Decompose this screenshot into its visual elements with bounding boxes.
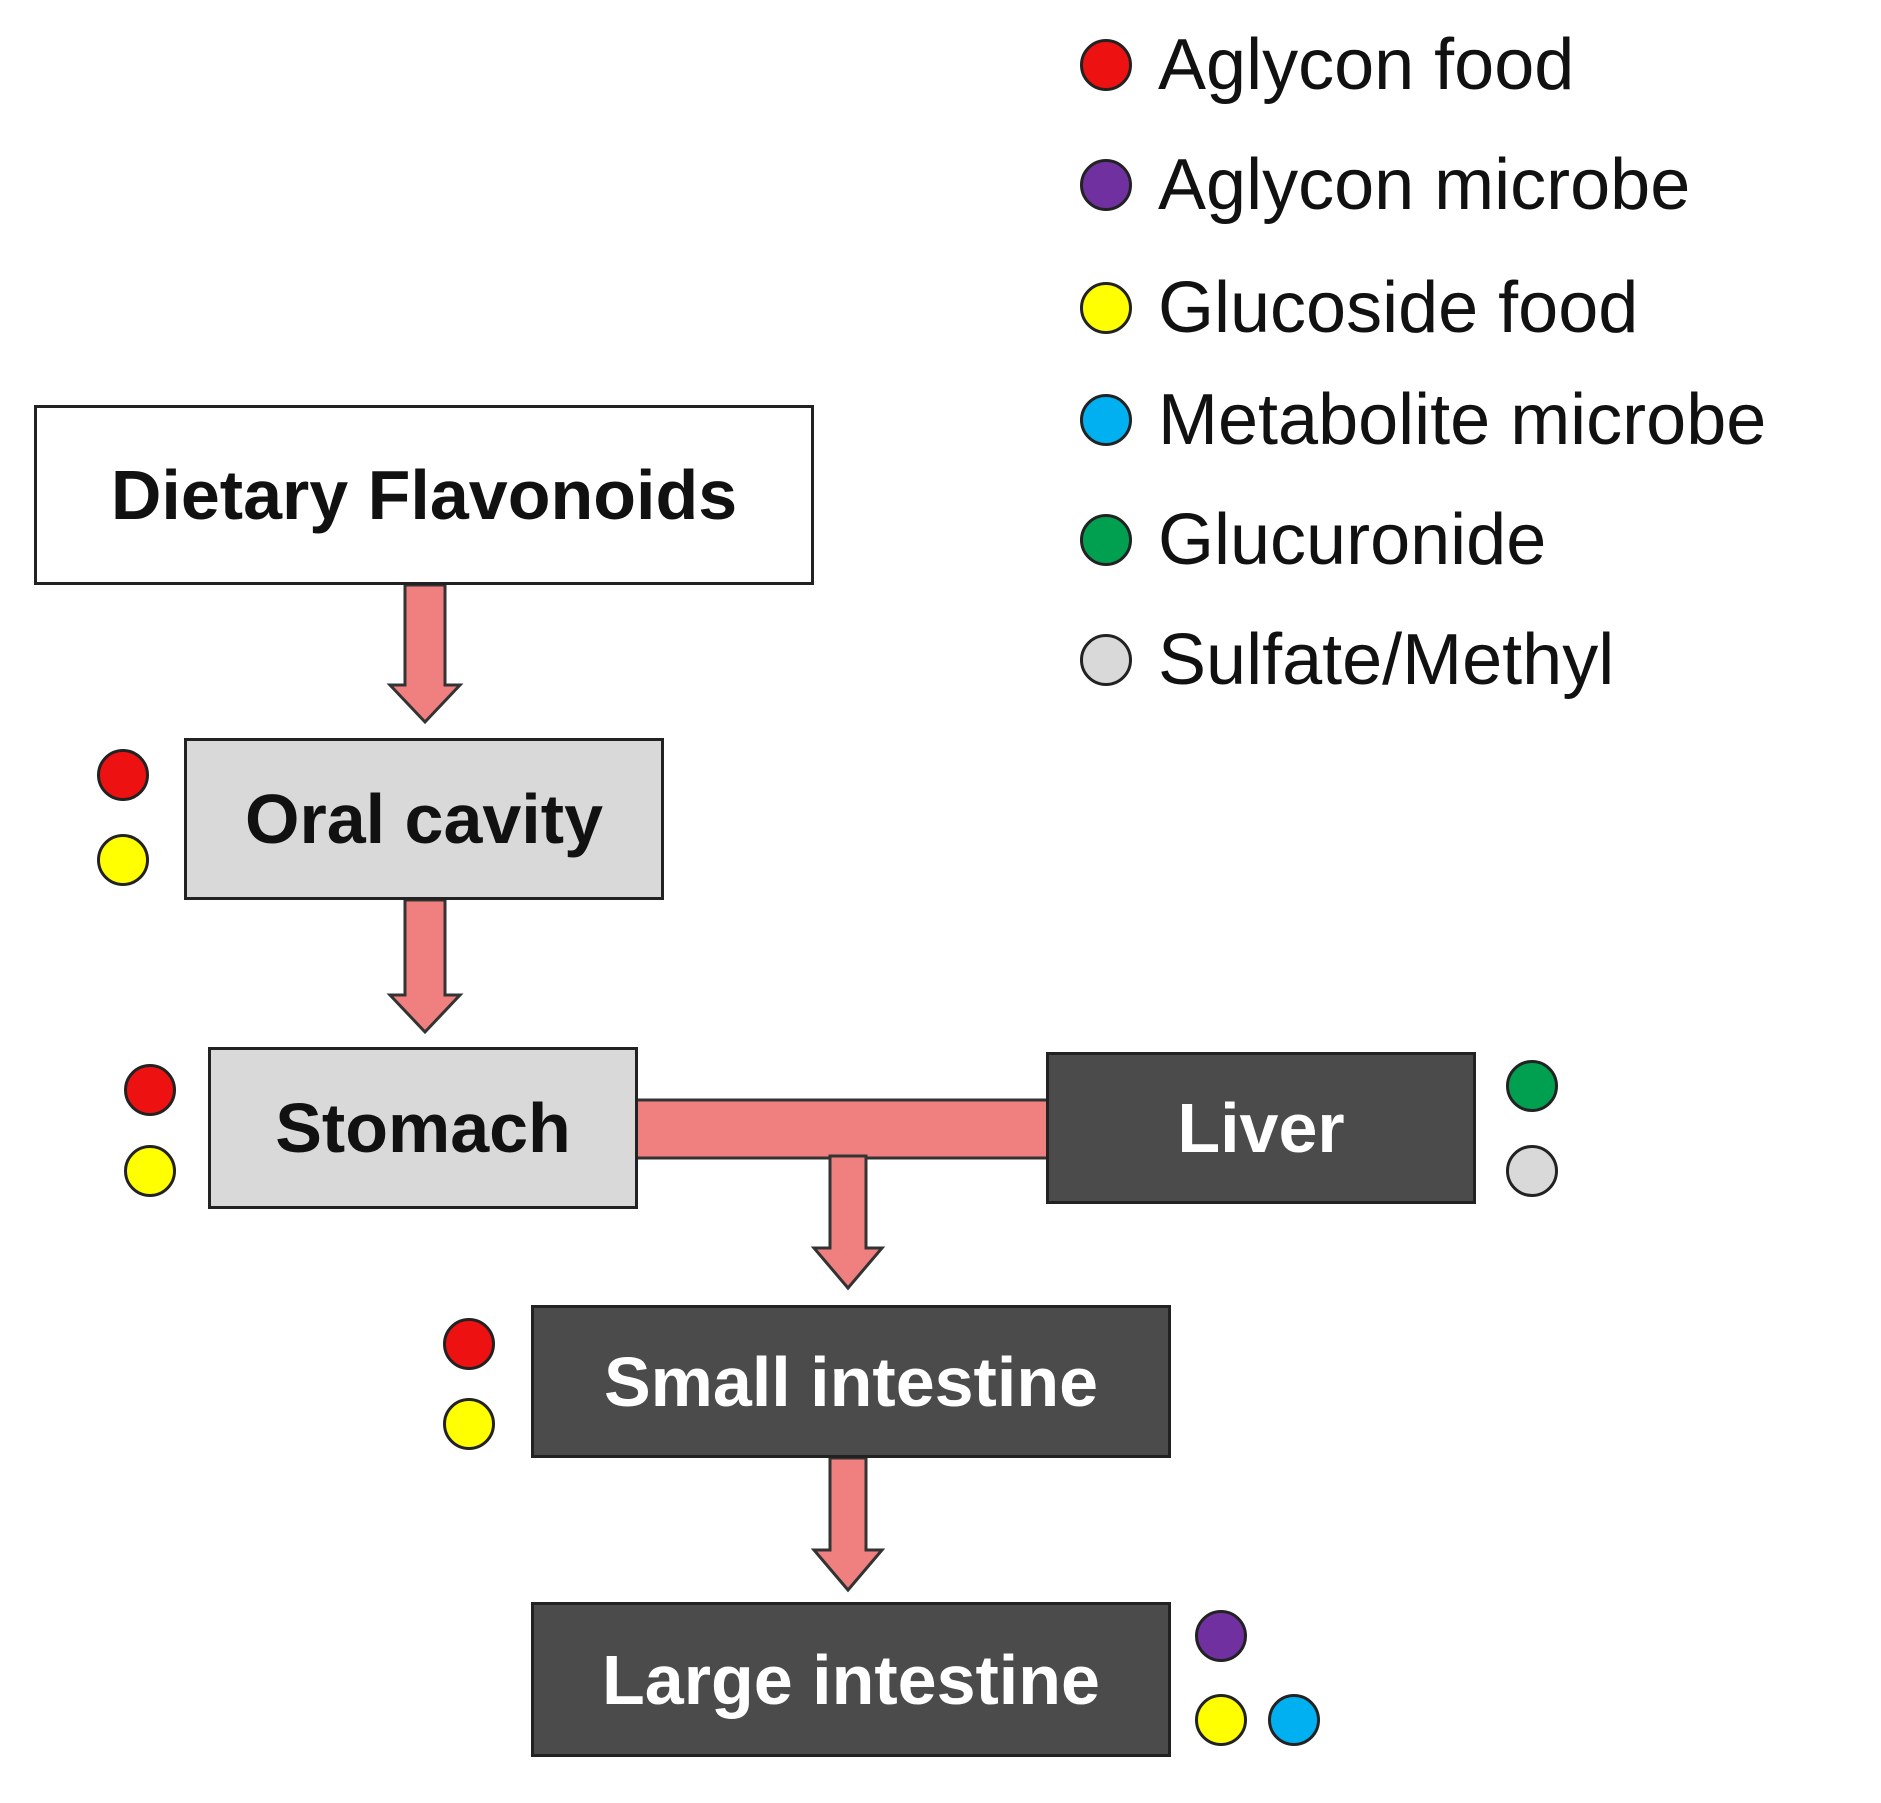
- legend-label: Aglycon microbe: [1158, 145, 1691, 225]
- node-label: Liver: [1177, 1089, 1345, 1167]
- arrow-junction-to-small-intestine: [810, 1154, 886, 1291]
- grey-dot-icon: [1080, 634, 1132, 686]
- blue-dot-icon: [1080, 394, 1132, 446]
- node-dietary-flavonoids: Dietary Flavonoids: [34, 405, 814, 585]
- node-large-intestine: Large intestine: [531, 1602, 1171, 1757]
- node-stomach: Stomach: [208, 1047, 638, 1209]
- blue-dot-icon: [1268, 1694, 1320, 1746]
- connector-stomach-liver: [634, 1098, 1050, 1160]
- purple-dot-icon: [1080, 159, 1132, 211]
- legend-item-glucoside-food: Glucoside food: [1080, 268, 1638, 348]
- yellow-dot-icon: [443, 1398, 495, 1450]
- red-dot-icon: [124, 1064, 176, 1116]
- purple-dot-icon: [1195, 1610, 1247, 1662]
- yellow-dot-icon: [1080, 282, 1132, 334]
- node-label: Small intestine: [603, 1342, 1099, 1421]
- legend-label: Glucoside food: [1158, 268, 1639, 348]
- node-label: Dietary Flavonoids: [110, 456, 738, 534]
- legend-item-glucuronide: Glucuronide: [1080, 500, 1546, 580]
- legend-item-metabolite-microbe: Metabolite microbe: [1080, 380, 1766, 460]
- legend-label: Aglycon food: [1158, 25, 1575, 105]
- node-label: Large intestine: [602, 1640, 1100, 1719]
- yellow-dot-icon: [97, 834, 149, 886]
- red-dot-icon: [443, 1318, 495, 1370]
- node-oral-cavity: Oral cavity: [184, 738, 664, 900]
- node-liver: Liver: [1046, 1052, 1476, 1204]
- arrow-oral-to-stomach: [386, 898, 464, 1035]
- legend-label: Sulfate/Methyl: [1158, 620, 1615, 700]
- yellow-dot-icon: [1195, 1694, 1247, 1746]
- green-dot-icon: [1080, 514, 1132, 566]
- legend-item-aglycon-microbe: Aglycon microbe: [1080, 145, 1690, 225]
- red-dot-icon: [97, 749, 149, 801]
- node-label: Stomach: [275, 1089, 571, 1167]
- green-dot-icon: [1506, 1060, 1558, 1112]
- legend-item-aglycon-food: Aglycon food: [1080, 25, 1574, 105]
- arrow-dietary-to-oral: [386, 583, 464, 725]
- node-small-intestine: Small intestine: [531, 1305, 1171, 1458]
- legend-label: Metabolite microbe: [1158, 380, 1767, 460]
- legend-item-sulfate-methyl: Sulfate/Methyl: [1080, 620, 1614, 700]
- legend-label: Glucuronide: [1158, 500, 1547, 580]
- arrow-small-to-large-intestine: [810, 1456, 886, 1593]
- red-dot-icon: [1080, 39, 1132, 91]
- grey-dot-icon: [1506, 1145, 1558, 1197]
- node-label: Oral cavity: [245, 780, 603, 858]
- yellow-dot-icon: [124, 1145, 176, 1197]
